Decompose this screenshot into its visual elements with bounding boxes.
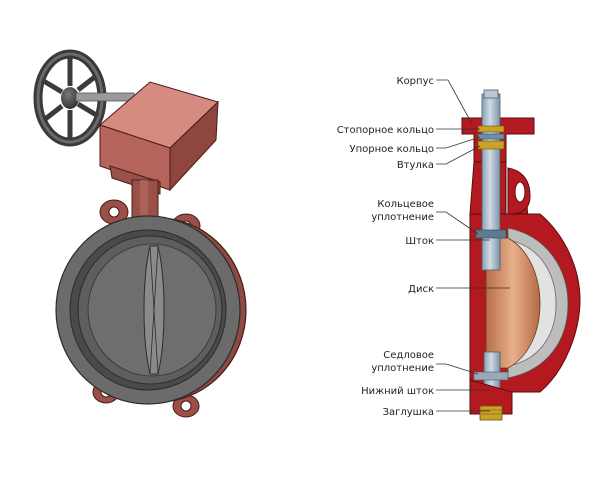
label-vtulka: Втулка — [397, 160, 434, 171]
valve-3d-illustration — [33, 49, 247, 418]
label-stopornoe-koltso: Стопорное кольцо — [337, 125, 434, 136]
label-korpus: Корпус — [396, 76, 434, 87]
callout-leaders — [436, 79, 510, 412]
valve-disc-icon — [143, 245, 165, 375]
callout-labels: Корпус Стопорное кольцо Упорное кольцо В… — [337, 76, 434, 418]
label-koltsevoe-uplotnenie-line2: уплотнение — [371, 212, 434, 223]
label-koltsevoe-uplotnenie-line1: Кольцевое — [377, 199, 434, 210]
valve-cross-section — [461, 89, 581, 421]
label-zaglushka: Заглушка — [383, 407, 434, 418]
label-upornoe-koltso: Упорное кольцо — [350, 144, 434, 155]
label-shtok: Шток — [405, 236, 434, 247]
label-disk: Диск — [408, 284, 434, 295]
label-sedlovoe-uplotnenie-line2: уплотнение — [371, 363, 434, 374]
label-sedlovoe-uplotnenie-line1: Седловое — [383, 350, 434, 361]
label-nizhniy-shtok: Нижний шток — [361, 386, 434, 397]
